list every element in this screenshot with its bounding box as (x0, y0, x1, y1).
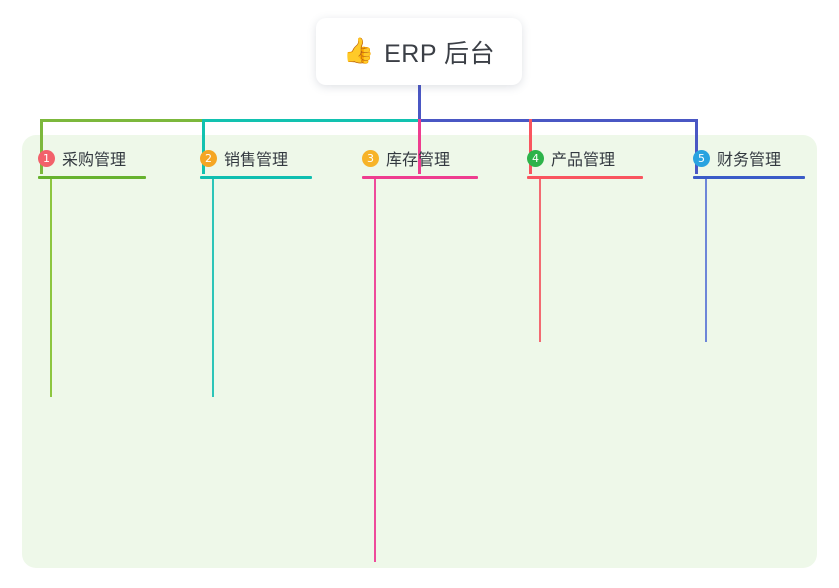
connector-bus-segment-2 (202, 119, 421, 122)
column-header-5[interactable]: 5 财务管理 (693, 146, 805, 170)
column-header-4[interactable]: 4 产品管理 (527, 146, 643, 170)
connector-bus-segment-4 (529, 119, 698, 122)
column-3: 3 库存管理 (362, 146, 478, 179)
connector-drop-4 (529, 119, 532, 174)
column-2: 2 销售管理 (200, 146, 312, 179)
column-spine-2 (212, 179, 214, 397)
number-badge-5: 5 (693, 149, 710, 167)
column-spine-5 (705, 179, 707, 342)
column-title-2: 销售管理 (224, 152, 289, 169)
connector-drop-1 (40, 119, 43, 174)
column-4: 4 产品管理 (527, 146, 643, 179)
connector-drop-3 (418, 119, 421, 174)
thumbs-up-icon: 👍 (342, 37, 375, 65)
connector-bus-segment-3 (418, 119, 532, 122)
column-5: 5 财务管理 (693, 146, 805, 179)
column-header-3[interactable]: 3 库存管理 (362, 146, 478, 170)
column-title-4: 产品管理 (551, 152, 616, 169)
column-spine-3 (374, 179, 376, 562)
number-badge-2: 2 (200, 149, 217, 167)
column-title-3: 库存管理 (386, 152, 451, 169)
number-badge-3: 3 (362, 149, 379, 167)
column-1: 1 采购管理 (38, 146, 146, 179)
connector-drop-2 (202, 119, 205, 174)
number-badge-4: 4 (527, 149, 544, 167)
content-panel (22, 135, 817, 568)
number-badge-1: 1 (38, 149, 55, 167)
column-header-rule-1 (38, 176, 146, 179)
page-title: ERP 后台 (384, 39, 496, 68)
column-header-rule-3 (362, 176, 478, 179)
column-header-rule-2 (200, 176, 312, 179)
column-spine-4 (539, 179, 541, 342)
column-header-1[interactable]: 1 采购管理 (38, 146, 146, 170)
column-header-2[interactable]: 2 销售管理 (200, 146, 312, 170)
root-title-card[interactable]: 👍 ERP 后台 (316, 18, 522, 85)
column-title-1: 采购管理 (62, 152, 127, 169)
connector-trunk (418, 85, 421, 122)
connector-bus-segment-1 (40, 119, 205, 122)
column-spine-1 (50, 179, 52, 397)
column-header-rule-5 (693, 176, 805, 179)
connector-drop-5 (695, 119, 698, 174)
column-header-rule-4 (527, 176, 643, 179)
column-title-5: 财务管理 (717, 152, 782, 169)
